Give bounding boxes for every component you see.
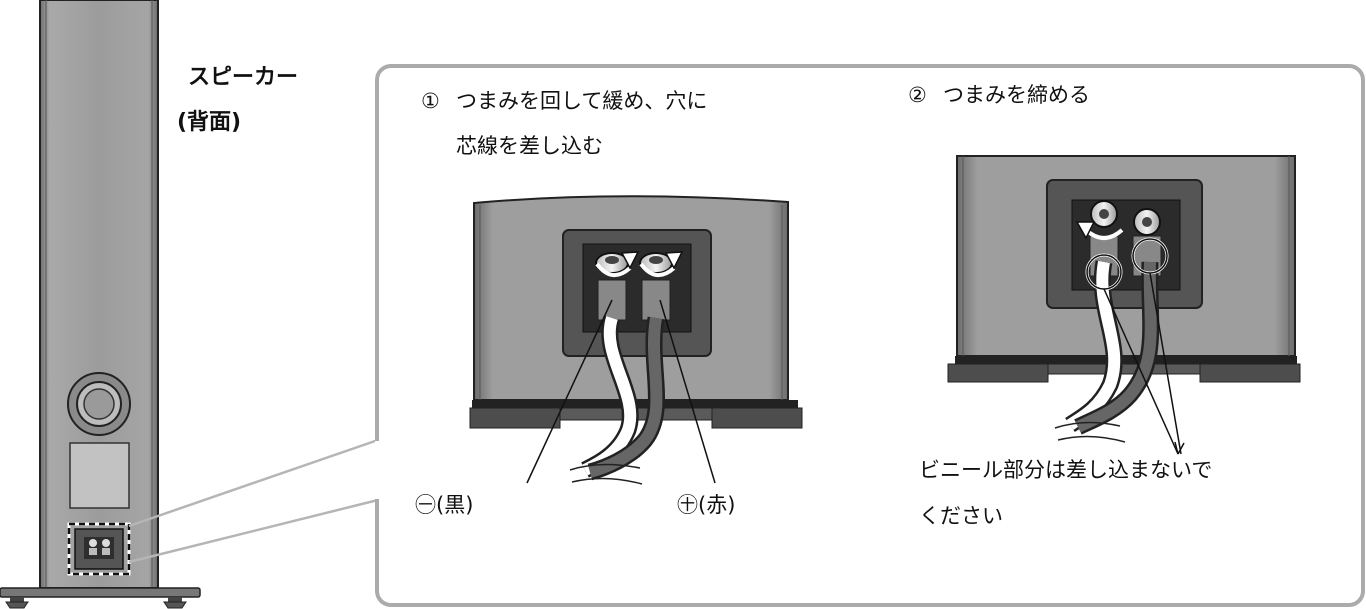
step1-instruction-line2: 芯線を差し込む (456, 134, 603, 158)
step2-instruction: つまみを締める (943, 83, 1090, 107)
speaker-feet (5, 597, 187, 609)
step2-illustration (947, 155, 1301, 455)
callout-lines (128, 438, 379, 564)
label-plate (69, 442, 130, 509)
speaker-base (0, 587, 201, 598)
insulation-note-line2: ください (919, 504, 1003, 528)
terminal-highlight-box (67, 522, 131, 576)
plus-terminal-label: ㊉(赤) (677, 493, 736, 517)
speaker-title: スピーカー (188, 65, 299, 90)
minus-terminal-label: ㊀(黒) (415, 493, 474, 517)
step1-illustration (469, 195, 803, 485)
speaker-subtitle: (背面) (177, 110, 242, 135)
insulation-note-line1: ビニール部分は差し込まないで (919, 458, 1213, 482)
bass-port (67, 372, 131, 436)
step2-number: ② (908, 83, 927, 107)
speaker-terminal-small (74, 528, 124, 570)
step1-number: ① (421, 89, 440, 113)
step1-instruction-line1: つまみを回して緩め、穴に (456, 89, 708, 113)
speaker-tower (0, 0, 201, 609)
